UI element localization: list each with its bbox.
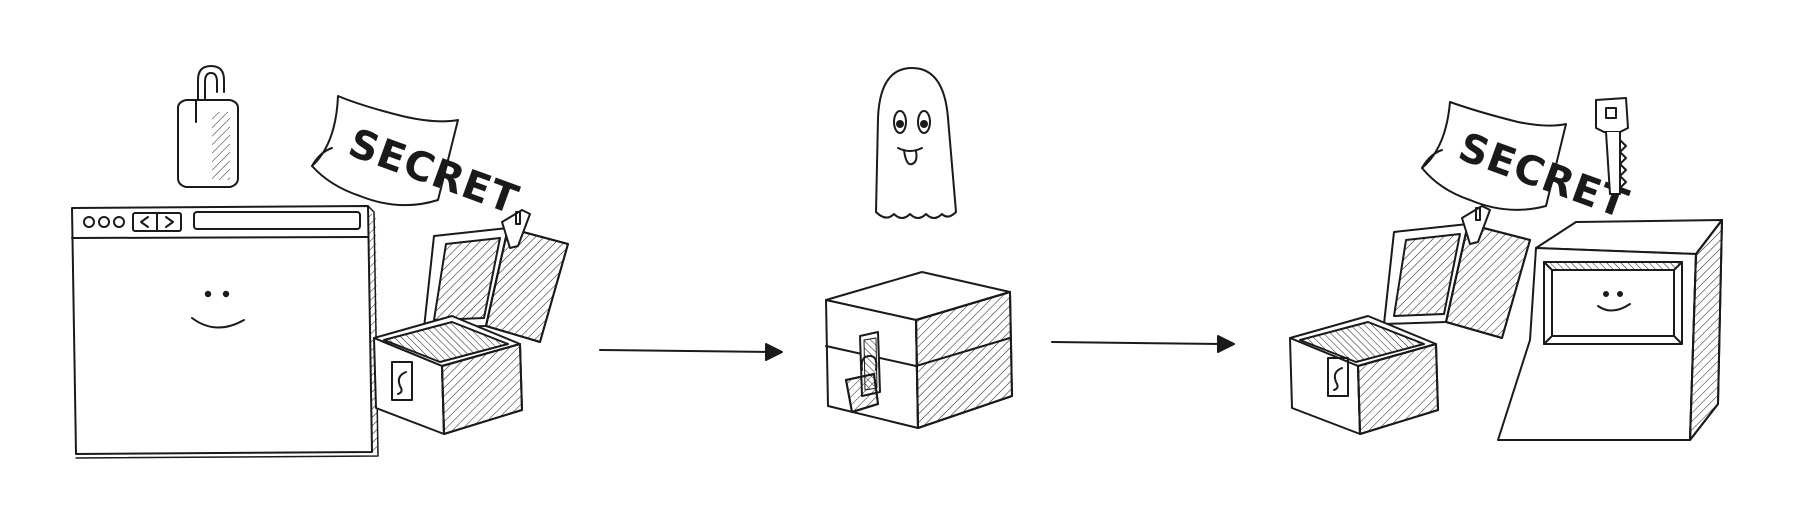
open-chest-right (1289, 205, 1531, 435)
browser-window (71, 205, 379, 459)
open-padlock-icon (177, 65, 239, 188)
computer-terminal (1497, 219, 1723, 441)
arrow-right-1 (599, 343, 783, 361)
arrow-right-2 (1051, 335, 1235, 353)
ghost-icon (875, 67, 957, 219)
secret-note-icon: SECRET (311, 95, 525, 224)
locked-box (825, 271, 1013, 429)
key-icon (1595, 97, 1629, 195)
open-chest-left (373, 209, 569, 435)
